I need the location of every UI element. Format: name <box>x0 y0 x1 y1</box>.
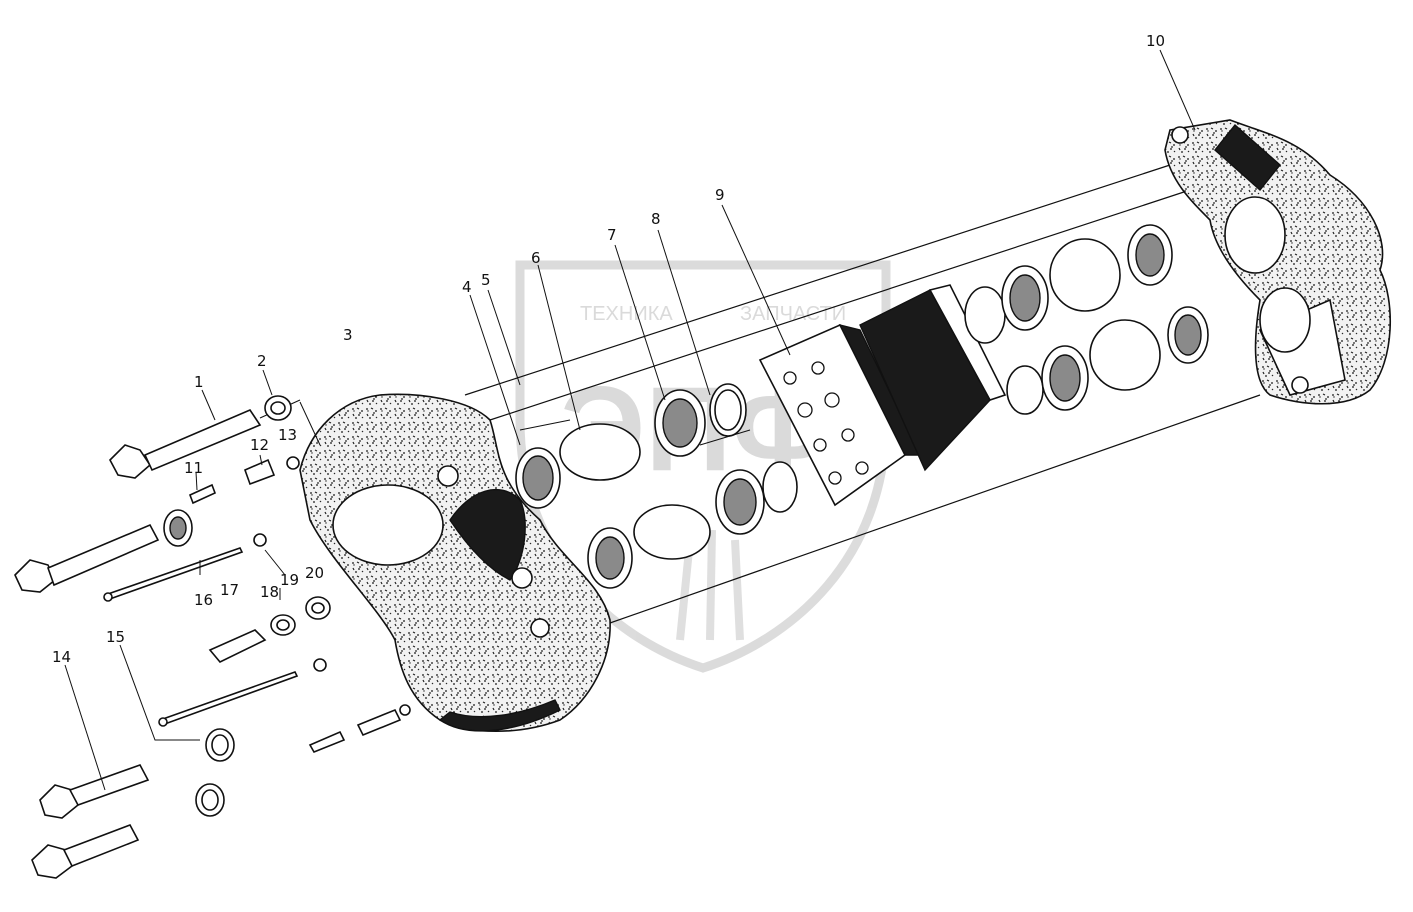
callout-2: 2 <box>257 352 267 370</box>
bearing-ring-4 <box>515 447 561 509</box>
rod-15 <box>158 671 299 727</box>
roller-bearing-6 <box>559 423 641 481</box>
spring-11 <box>188 483 217 505</box>
washer-13 <box>286 456 300 470</box>
callout-12: 12 <box>250 436 269 454</box>
callout-9: 9 <box>715 186 725 204</box>
washer-18 <box>270 614 296 636</box>
bolt-left-middle <box>14 509 193 593</box>
lower-bearing-set <box>587 461 798 589</box>
callout-13: 13 <box>278 426 297 444</box>
callout-20: 20 <box>305 564 324 582</box>
snap-ring-8 <box>709 383 747 437</box>
callout-18: 18 <box>260 583 279 601</box>
toothed-disc <box>859 284 1007 472</box>
callout-19: 19 <box>280 571 299 589</box>
callout-8: 8 <box>651 210 661 228</box>
callout-5: 5 <box>481 271 491 289</box>
plug-19 <box>253 533 267 547</box>
washer-2 <box>264 395 292 421</box>
callout-6: 6 <box>531 249 541 267</box>
plate-9 <box>758 323 922 507</box>
bolt-1 <box>109 399 301 479</box>
callout-labels: 1 2 3 4 5 6 7 8 9 10 11 12 13 14 15 16 1… <box>52 32 1165 666</box>
watermark-text-right: ЗАПЧАСТИ <box>740 303 846 325</box>
callout-7: 7 <box>607 226 617 244</box>
bolt-14 <box>39 728 235 819</box>
leader-lines <box>64 49 1196 791</box>
callout-17: 17 <box>220 581 239 599</box>
nipple-12 <box>243 458 276 486</box>
fitting-left <box>208 629 267 663</box>
rod-16 <box>103 547 244 602</box>
callout-16: 16 <box>194 591 213 609</box>
callout-4: 4 <box>462 278 472 296</box>
callout-1: 1 <box>194 373 204 391</box>
callout-15: 15 <box>106 628 125 646</box>
assembly-axis-lines <box>464 164 1261 631</box>
callout-10: 10 <box>1146 32 1165 50</box>
front-housing <box>299 393 611 733</box>
bolt-lower <box>31 783 225 879</box>
callout-14: 14 <box>52 648 71 666</box>
rear-housing <box>1164 119 1392 405</box>
bearing-ring-7 <box>654 389 706 457</box>
right-bearing-set <box>964 224 1209 415</box>
watermark-text-left: ТЕХНИКА <box>580 303 673 325</box>
callout-3: 3 <box>343 326 353 344</box>
callout-11: 11 <box>184 459 203 477</box>
fittings-lower <box>308 658 411 754</box>
washer-20 <box>305 596 331 620</box>
